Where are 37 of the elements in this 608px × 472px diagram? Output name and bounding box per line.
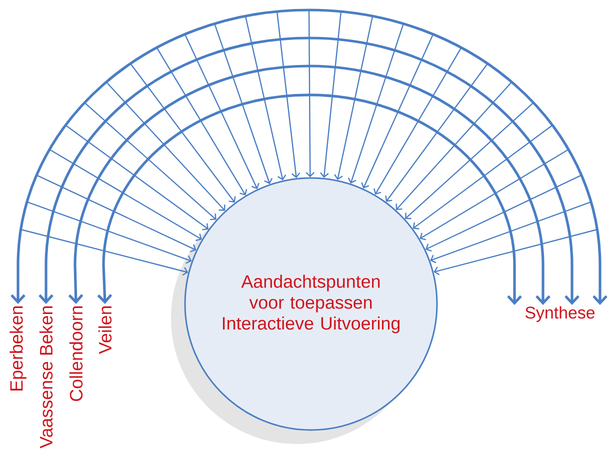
arrow: [97, 94, 522, 305]
spoke-arrow: [396, 82, 512, 210]
circle-node: Aandachtspunten voor toepassen Interactieve Uitvoering: [184, 177, 438, 431]
spoke-arrow: [412, 124, 553, 230]
spoke-arrow: [385, 63, 488, 202]
spoke-arrow: [244, 16, 286, 180]
node-label: Vaassense Beken: [39, 306, 53, 448]
spoke-arrow: [84, 102, 216, 220]
spoke-arrow: [306, 10, 315, 178]
spoke-arrow: [26, 201, 192, 264]
spoke-arrow: [106, 82, 226, 211]
spoke-arrow: [156, 47, 248, 196]
spoke-arrow: [49, 149, 202, 242]
spoke-arrow: [420, 149, 569, 240]
spoke-arrow: [65, 124, 209, 230]
arrow: [68, 64, 550, 305]
spoke-arrow: [374, 47, 462, 195]
spoke-arrow: [184, 34, 260, 190]
spoke-arrow: [334, 16, 374, 180]
spoke-arrow: [320, 11, 342, 178]
spoke-arrow: [348, 24, 404, 184]
spoke-arrow: [20, 228, 188, 276]
spoke-arrow: [276, 11, 300, 178]
spoke-arrow: [434, 228, 598, 276]
spoke-arrow: [430, 201, 592, 264]
node-label: Synthese: [525, 306, 595, 322]
spoke-arrow: [214, 24, 273, 184]
arrow: [38, 36, 580, 305]
spoke-arrow: [361, 34, 434, 189]
node-label: Veilen: [98, 306, 112, 354]
arrow: [10, 8, 608, 305]
spoke-arrow: [36, 174, 196, 252]
node-label: Collendoorn: [69, 306, 83, 401]
spoke-arrow: [130, 63, 236, 203]
spoke-arrow: [404, 102, 534, 220]
node-label: Eperbeken: [10, 306, 26, 390]
spoke-arrow: [425, 174, 582, 252]
